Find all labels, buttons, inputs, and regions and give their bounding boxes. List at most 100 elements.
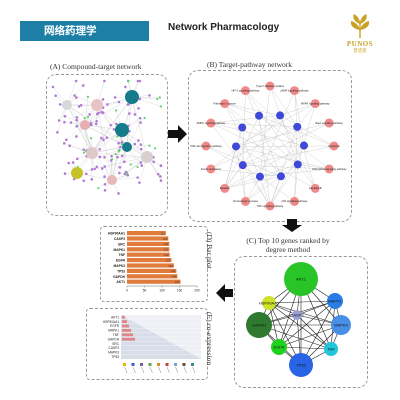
network-hub-node	[80, 120, 90, 130]
network-node	[159, 179, 163, 182]
network-edge	[297, 164, 330, 170]
gene-label: EGFR	[273, 345, 284, 350]
network-edge	[297, 126, 316, 189]
gene-node	[262, 296, 276, 310]
network-node	[81, 84, 85, 87]
legend-tick	[124, 366, 128, 374]
bar	[127, 241, 170, 246]
gene-label: TP53	[296, 363, 306, 368]
network-node	[82, 179, 86, 183]
x-tick-label: 150	[177, 289, 183, 293]
bar-value-label: 127	[166, 258, 171, 262]
gene-node	[331, 315, 351, 335]
pathway-label: HIF-1 signaling pathway	[232, 88, 261, 92]
network-node	[103, 175, 106, 178]
network-node	[136, 176, 139, 179]
pathway-label: Measles	[220, 186, 230, 190]
x-tick-label: 50	[143, 289, 147, 293]
gene-node	[255, 111, 264, 120]
network-node	[74, 79, 78, 83]
arrow-down-icon	[282, 219, 302, 232]
gene-node	[289, 353, 313, 377]
network-node	[58, 103, 62, 106]
bar	[127, 279, 181, 284]
pathway-node	[206, 164, 216, 174]
network-node	[159, 105, 163, 108]
network-node	[113, 96, 117, 99]
network-edge	[279, 115, 335, 147]
network-edge	[66, 104, 93, 154]
network-edge	[242, 165, 246, 202]
panel-d-label: (D) Bar plot	[205, 232, 214, 269]
legend-swatch	[148, 363, 152, 366]
gene-label: GAPDH	[108, 337, 120, 341]
pathway-label: AMPK signaling pathway	[197, 121, 226, 125]
legend-swatch	[131, 363, 135, 366]
network-edge	[224, 103, 261, 177]
bar	[127, 268, 177, 273]
gene-node	[293, 160, 302, 169]
network-edge	[224, 176, 281, 189]
network-edge	[111, 129, 123, 181]
network-edge	[224, 127, 243, 189]
network-edge	[66, 104, 148, 158]
network-node	[90, 123, 93, 127]
pathway-label: p53 signaling pathway	[282, 199, 308, 203]
network-hub-node	[141, 151, 153, 163]
network-hub-node	[62, 100, 72, 110]
network-edge	[224, 103, 281, 116]
network-edge	[210, 122, 243, 166]
network-hub-node	[115, 123, 129, 137]
pathway-label: Chemokine signaling pathway	[312, 167, 347, 171]
coexpression-plot: AKT1HSP90AA1EGFRMAPK1TNFGAPDHSRCCASP3MAP…	[103, 314, 201, 374]
network-edge	[259, 176, 271, 207]
bar-category-label: GAPDH	[113, 275, 126, 279]
network-edge	[235, 146, 246, 202]
gene-node	[276, 172, 285, 181]
network-node	[159, 164, 163, 167]
coexpression-cell	[122, 320, 127, 323]
network-edge	[297, 164, 316, 189]
gene-label: CASP3	[109, 346, 120, 350]
network-node	[56, 131, 59, 134]
network-node	[57, 119, 61, 122]
network-node	[138, 79, 142, 83]
network-edge	[210, 168, 281, 177]
network-edge	[235, 146, 330, 170]
network-edge	[294, 90, 305, 146]
network-node	[120, 143, 124, 146]
network-edge	[66, 104, 128, 148]
gene-node	[276, 111, 285, 120]
bar-category-label: TP53	[117, 269, 125, 273]
network-edge	[259, 85, 271, 177]
network-node	[117, 192, 120, 195]
pathway-label: Type II diabetes mellitus	[256, 84, 285, 88]
legend-tick	[149, 366, 153, 374]
network-edge	[268, 302, 342, 326]
bar-value-label: 141	[171, 269, 176, 273]
network-node	[103, 155, 106, 159]
network-node	[133, 113, 137, 116]
network-node	[136, 165, 139, 169]
legend-tick	[175, 366, 179, 374]
network-node	[51, 85, 55, 89]
network-node	[139, 121, 142, 124]
network-edge	[84, 96, 133, 126]
network-node	[100, 110, 103, 114]
network-edge	[278, 346, 332, 350]
coexpression-cell	[122, 333, 133, 337]
network-edge	[269, 145, 305, 207]
gene-label: HSP90AA1	[103, 320, 119, 324]
bar-category-label: CASP3	[114, 237, 125, 241]
network-node	[156, 97, 159, 101]
bar-value-label: 118	[163, 237, 168, 241]
pathway-node	[206, 118, 216, 128]
arrow-right-icon	[168, 125, 187, 143]
network-edge	[126, 96, 133, 148]
network-node	[94, 122, 98, 126]
network-edge	[111, 146, 128, 181]
network-edge	[210, 115, 281, 124]
network-edge	[91, 152, 148, 158]
